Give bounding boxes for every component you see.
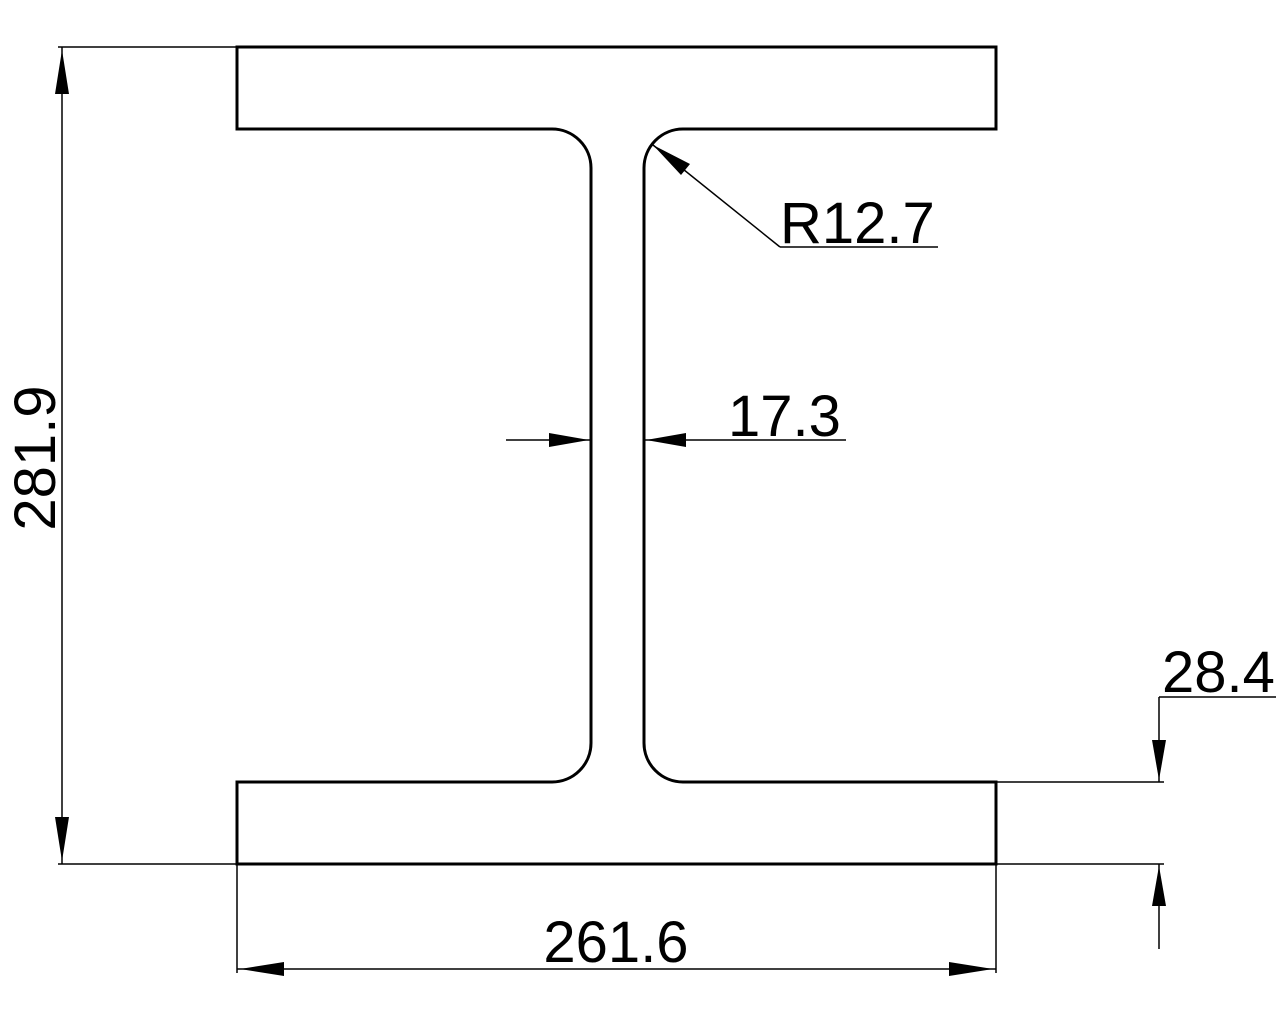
height-arrow-top — [55, 50, 69, 94]
width-arrow-right — [949, 962, 993, 976]
web-arrow-left — [549, 433, 589, 447]
radius-arrow — [653, 145, 690, 175]
height-arrow-bottom — [55, 817, 69, 861]
flange-thickness-label: 28.4 — [1162, 640, 1275, 705]
web-arrow-right — [646, 433, 686, 447]
overall-height-dimension: 281.9 — [3, 46, 237, 865]
i-beam-section-outline — [235, 45, 998, 866]
overall-height-label: 281.9 — [3, 385, 68, 530]
width-arrow-left — [240, 962, 284, 976]
web-thickness-label: 17.3 — [728, 384, 841, 449]
flange-width-dimension: 261.6 — [236, 864, 997, 976]
flange-thickness-dimension: 28.4 — [996, 640, 1276, 949]
web-thickness-dimension: 17.3 — [506, 384, 846, 449]
flange-width-label: 261.6 — [543, 910, 688, 975]
fillet-radius-label: R12.7 — [780, 191, 935, 256]
flange-arrow-top — [1152, 740, 1166, 780]
flange-arrow-bottom — [1152, 866, 1166, 906]
fillet-radius-callout: R12.7 — [652, 144, 938, 256]
